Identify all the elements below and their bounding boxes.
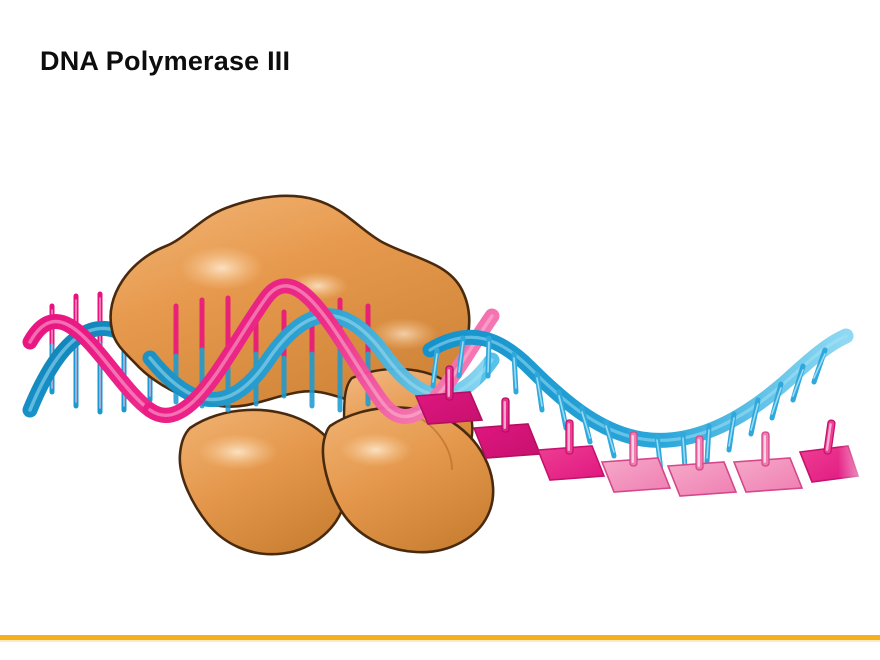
right-edge-fade (838, 410, 880, 510)
template-strand-blue-exposed (422, 328, 854, 475)
nucleotide-2 (472, 397, 542, 459)
page-title: DNA Polymerase III (40, 46, 291, 76)
nucleotide-4 (600, 431, 672, 493)
nucleotide-1 (414, 365, 484, 425)
figure-container (0, 110, 880, 610)
accent-rule-shadow (0, 640, 880, 642)
protein-highlight-upper-left (180, 246, 264, 290)
protein-highlight-lower-left (198, 434, 278, 470)
template-strand-backbone (422, 328, 854, 448)
dna-polymerase-diagram (22, 194, 880, 556)
nucleotide-5 (666, 435, 738, 497)
template-strand-exposed-bases (430, 335, 828, 475)
nucleotide-6 (732, 431, 804, 493)
protein-highlight-lower-right (340, 433, 412, 467)
protein-highlight-upper-far-right (370, 318, 438, 350)
accent-rule (0, 635, 880, 640)
nucleotide-3 (536, 419, 606, 481)
protein-lobe-lower-left (178, 408, 348, 556)
template-strand-backbone-highlight (428, 334, 848, 442)
free-nucleotides (414, 365, 880, 510)
